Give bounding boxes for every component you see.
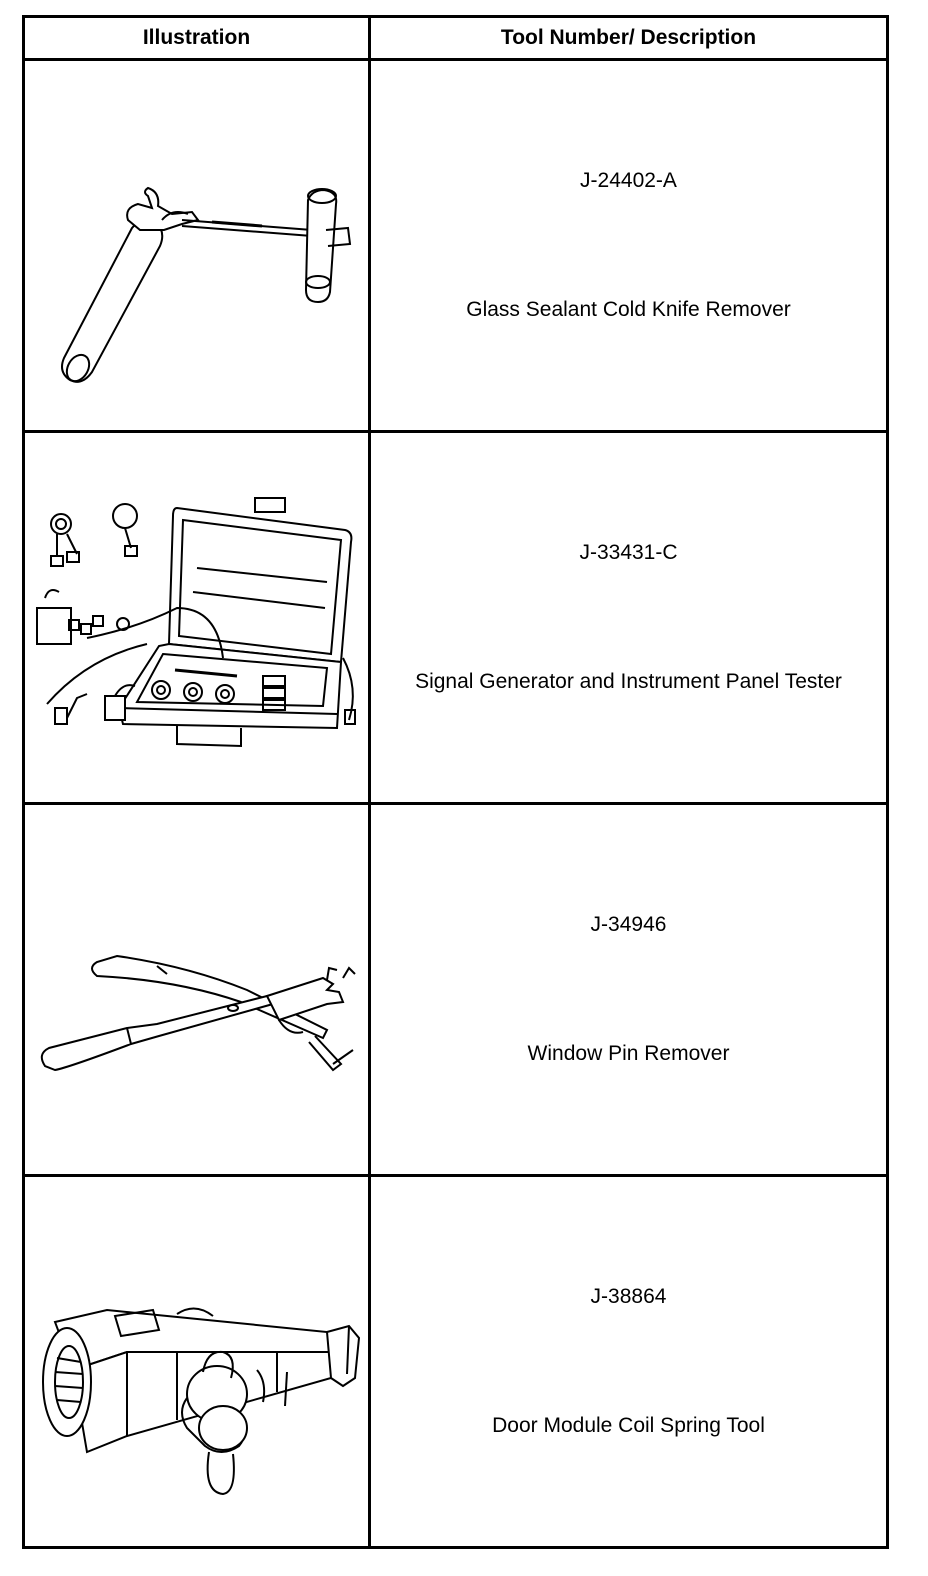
cold-knife-icon bbox=[32, 96, 362, 396]
tool-description: Window Pin Remover bbox=[527, 1042, 730, 1065]
table-row: J-33431-C Signal Generator and Instrumen… bbox=[22, 430, 889, 805]
description-cell: J-38864 Door Module Coil Spring Tool bbox=[368, 1174, 889, 1549]
illustration-cell bbox=[22, 58, 371, 433]
header-row: Illustration Tool Number/ Description bbox=[22, 15, 889, 61]
tool-number: J-24402-A bbox=[580, 169, 677, 192]
tool-description: Glass Sealant Cold Knife Remover bbox=[466, 298, 791, 321]
tool-number: J-33431-C bbox=[579, 541, 678, 564]
coil-spring-tool-icon bbox=[27, 1202, 367, 1522]
tool-description: Signal Generator and Instrument Panel Te… bbox=[415, 670, 842, 693]
pin-remover-icon bbox=[27, 840, 367, 1140]
tools-table: Illustration Tool Number/ Description bbox=[22, 15, 889, 1549]
table-row: J-38864 Door Module Coil Spring Tool bbox=[22, 1174, 889, 1549]
illustration-cell bbox=[22, 802, 371, 1177]
table-row: J-24402-A Glass Sealant Cold Knife Remov… bbox=[22, 58, 889, 433]
table-row: J-34946 Window Pin Remover bbox=[22, 802, 889, 1177]
tool-number: J-38864 bbox=[590, 1285, 667, 1308]
description-cell: J-33431-C Signal Generator and Instrumen… bbox=[368, 430, 889, 805]
header-tool-description: Tool Number/ Description bbox=[368, 15, 889, 61]
description-cell: J-24402-A Glass Sealant Cold Knife Remov… bbox=[368, 58, 889, 433]
tool-number: J-34946 bbox=[590, 913, 667, 936]
description-cell: J-34946 Window Pin Remover bbox=[368, 802, 889, 1177]
tool-description: Door Module Coil Spring Tool bbox=[492, 1414, 765, 1437]
illustration-cell bbox=[22, 430, 371, 805]
signal-generator-case-icon bbox=[27, 458, 367, 778]
illustration-cell bbox=[22, 1174, 371, 1549]
header-illustration: Illustration bbox=[22, 15, 371, 61]
